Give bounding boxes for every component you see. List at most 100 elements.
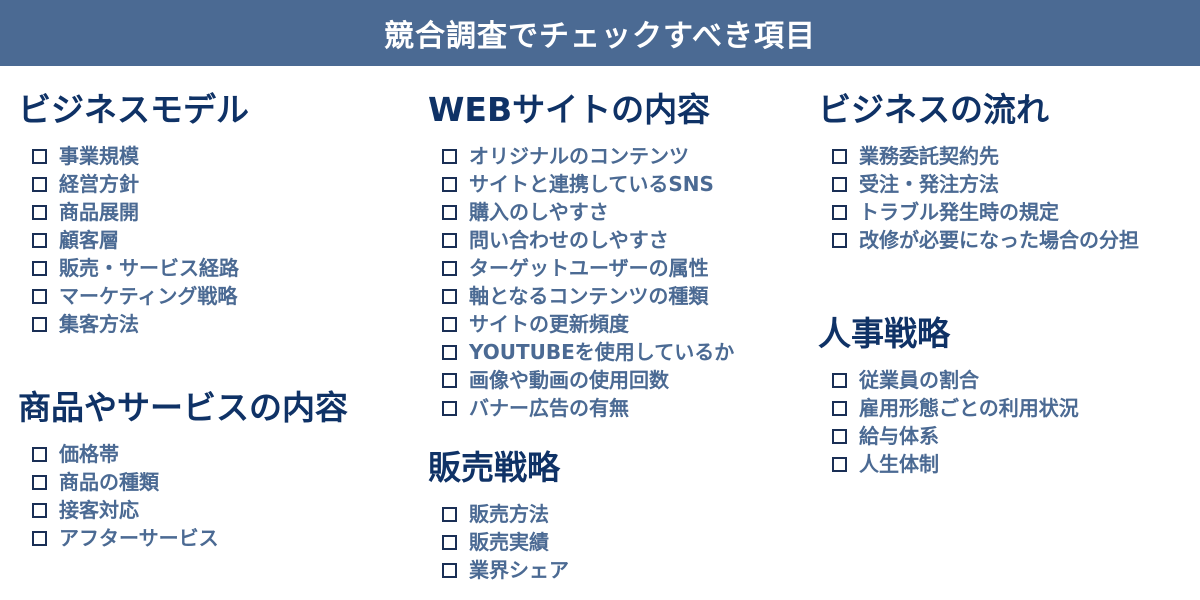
checklist-item-label: 人生体制: [859, 452, 939, 476]
checkbox-icon[interactable]: [442, 232, 457, 248]
checklist: 事業規模経営方針商品展開顧客層販売・サービス経路マーケティング戦略集客方法: [18, 142, 249, 338]
checkbox-icon[interactable]: [442, 316, 457, 332]
section-sales-strategy: 販売戦略販売方法販売実績業界シェア: [428, 448, 569, 584]
checklist-item-label: 問い合わせのしやすさ: [469, 228, 669, 252]
checkbox-icon[interactable]: [442, 176, 457, 192]
checkbox-icon[interactable]: [832, 400, 847, 416]
checklist-item[interactable]: 顧客層: [32, 226, 249, 254]
checklist-item-label: YOUTUBEを使用しているか: [469, 340, 735, 364]
checklist-item-label: 従業員の割合: [859, 368, 979, 392]
checklist-item[interactable]: 販売実績: [442, 528, 569, 556]
checklist-item-label: 販売実績: [469, 530, 549, 554]
checklist-item-label: 改修が必要になった場合の分担: [859, 228, 1139, 252]
checklist-item[interactable]: 価格帯: [32, 440, 348, 468]
checklist-item[interactable]: 商品の種類: [32, 468, 348, 496]
checkbox-icon[interactable]: [832, 148, 847, 164]
checkbox-icon[interactable]: [32, 232, 47, 248]
checklist-item[interactable]: バナー広告の有無: [442, 394, 734, 422]
checklist-item-label: トラブル発生時の規定: [859, 200, 1059, 224]
checklist-item[interactable]: オリジナルのコンテンツ: [442, 142, 734, 170]
checkbox-icon[interactable]: [32, 288, 47, 304]
checklist-item[interactable]: 商品展開: [32, 198, 249, 226]
checklist-item-label: 商品展開: [59, 200, 139, 224]
checklist-item[interactable]: 給与体系: [832, 422, 1079, 450]
checklist-item[interactable]: 画像や動画の使用回数: [442, 366, 734, 394]
checkbox-icon[interactable]: [32, 502, 47, 518]
section-business-flow: ビジネスの流れ業務委託契約先受注・発注方法トラブル発生時の規定改修が必要になった…: [818, 90, 1139, 254]
title-banner: 競合調査でチェックすべき項目: [0, 0, 1200, 66]
checklist-item[interactable]: 改修が必要になった場合の分担: [832, 226, 1139, 254]
checkbox-icon[interactable]: [442, 400, 457, 416]
checkbox-icon[interactable]: [442, 344, 457, 360]
section-heading: ビジネスモデル: [18, 90, 249, 129]
checklist-item[interactable]: 受注・発注方法: [832, 170, 1139, 198]
checkbox-icon[interactable]: [32, 148, 47, 164]
checklist-item[interactable]: トラブル発生時の規定: [832, 198, 1139, 226]
checklist-item[interactable]: 従業員の割合: [832, 366, 1079, 394]
checklist-item-label: サイトの更新頻度: [469, 312, 629, 336]
checkbox-icon[interactable]: [442, 506, 457, 522]
checkbox-icon[interactable]: [32, 316, 47, 332]
checklist-item[interactable]: サイトの更新頻度: [442, 310, 734, 338]
checklist-item-label: 接客対応: [59, 498, 139, 522]
checklist-item-label: サイトと連携しているSNS: [469, 172, 714, 196]
checkbox-icon[interactable]: [32, 530, 47, 546]
checklist-item-label: 商品の種類: [59, 470, 159, 494]
checklist: 従業員の割合雇用形態ごとの利用状況給与体系人生体制: [818, 366, 1079, 478]
checklist-item-label: 事業規模: [59, 144, 139, 168]
checkbox-icon[interactable]: [832, 372, 847, 388]
checklist-item[interactable]: 接客対応: [32, 496, 348, 524]
checklist-item-label: オリジナルのコンテンツ: [469, 144, 689, 168]
checklist-item[interactable]: 購入のしやすさ: [442, 198, 734, 226]
checkbox-icon[interactable]: [32, 204, 47, 220]
checklist-item-label: 雇用形態ごとの利用状況: [859, 396, 1079, 420]
checklist: 業務委託契約先受注・発注方法トラブル発生時の規定改修が必要になった場合の分担: [818, 142, 1139, 254]
checkbox-icon[interactable]: [32, 260, 47, 276]
checkbox-icon[interactable]: [32, 176, 47, 192]
checklist-item[interactable]: ターゲットユーザーの属性: [442, 254, 734, 282]
checkbox-icon[interactable]: [832, 428, 847, 444]
checklist-item[interactable]: サイトと連携しているSNS: [442, 170, 734, 198]
checklist-item[interactable]: 業界シェア: [442, 556, 569, 584]
section-heading: ビジネスの流れ: [818, 90, 1049, 129]
checklist-item[interactable]: アフターサービス: [32, 524, 348, 552]
checkbox-icon[interactable]: [832, 176, 847, 192]
checkbox-icon[interactable]: [442, 534, 457, 550]
checkbox-icon[interactable]: [442, 562, 457, 578]
section-heading: 販売戦略: [428, 448, 560, 487]
checkbox-icon[interactable]: [832, 232, 847, 248]
checklist-item[interactable]: 雇用形態ごとの利用状況: [832, 394, 1079, 422]
checklist-item-label: 画像や動画の使用回数: [469, 368, 669, 392]
checklist-item[interactable]: 集客方法: [32, 310, 249, 338]
checklist-item[interactable]: YOUTUBEを使用しているか: [442, 338, 734, 366]
checkbox-icon[interactable]: [832, 456, 847, 472]
checklist-item[interactable]: 販売方法: [442, 500, 569, 528]
checklist-item[interactable]: 業務委託契約先: [832, 142, 1139, 170]
checkbox-icon[interactable]: [442, 288, 457, 304]
checklist-item[interactable]: 事業規模: [32, 142, 249, 170]
checklist-item[interactable]: 経営方針: [32, 170, 249, 198]
checklist-item-label: 販売・サービス経路: [59, 256, 239, 280]
checklist-item[interactable]: マーケティング戦略: [32, 282, 249, 310]
checklist-item[interactable]: 軸となるコンテンツの種類: [442, 282, 734, 310]
checkbox-icon[interactable]: [32, 446, 47, 462]
checkbox-icon[interactable]: [442, 148, 457, 164]
checklist-item-label: 業務委託契約先: [859, 144, 999, 168]
checklist-item[interactable]: 人生体制: [832, 450, 1079, 478]
checklist-item-label: アフターサービス: [59, 526, 219, 550]
checkbox-icon[interactable]: [832, 204, 847, 220]
checklist-item-label: 顧客層: [59, 228, 119, 252]
checkbox-icon[interactable]: [442, 372, 457, 388]
checkbox-icon[interactable]: [442, 260, 457, 276]
checklist-item-label: バナー広告の有無: [469, 396, 629, 420]
checklist-item-label: 軸となるコンテンツの種類: [469, 284, 709, 308]
checklist-item-label: ターゲットユーザーの属性: [469, 256, 709, 280]
checklist: 販売方法販売実績業界シェア: [428, 500, 569, 584]
checklist-item-label: マーケティング戦略: [59, 284, 238, 308]
checklist-item[interactable]: 販売・サービス経路: [32, 254, 249, 282]
checkbox-icon[interactable]: [442, 204, 457, 220]
checkbox-icon[interactable]: [32, 474, 47, 490]
checklist-item[interactable]: 問い合わせのしやすさ: [442, 226, 734, 254]
